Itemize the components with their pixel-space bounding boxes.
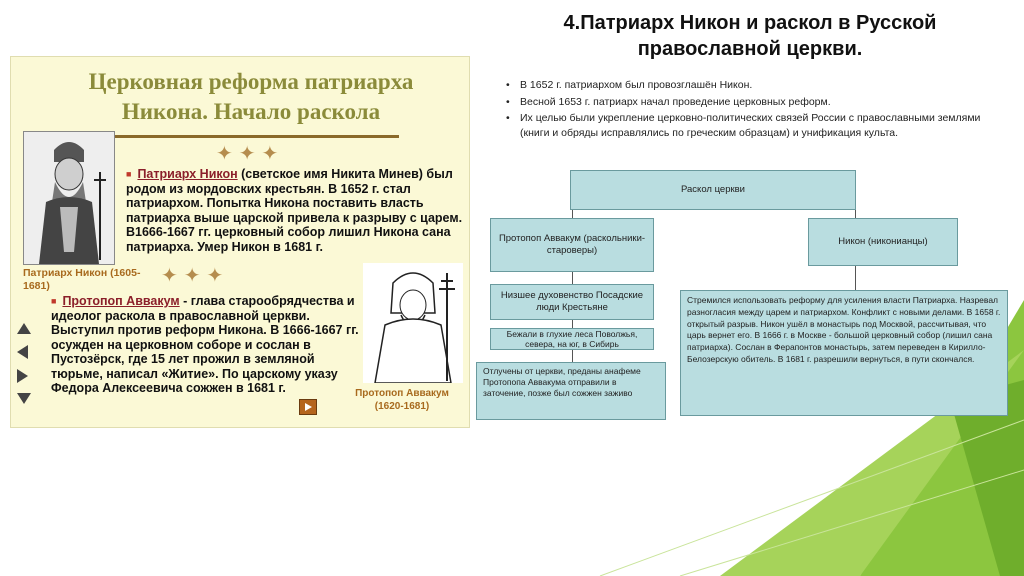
avvakum-text: - глава старообрядчества и идеолог раско… (51, 294, 359, 396)
nikon-link[interactable]: Патриарх Никон (137, 167, 238, 181)
play-icon (305, 403, 312, 411)
nikon-text: (светское имя Никита Минев) был родом из… (126, 167, 463, 254)
connector-line (572, 350, 573, 362)
reform-bullet-list: В 1652 г. патриархом был провозглашён Ни… (504, 78, 1004, 142)
connector-line (855, 210, 856, 218)
diagram-nikon-box: Никон (никонианцы) (808, 218, 958, 266)
connector-line (572, 272, 573, 284)
connector-line (572, 210, 573, 218)
diagram-left-box1: Низшее духовенство Посадские люди Кресть… (490, 284, 654, 320)
nikon-paragraph: ■ Патриарх Никон (светское имя Никита Мин… (126, 167, 466, 254)
right-title-line2: православной церкви. (637, 38, 863, 60)
bullet-item: Их целью были укрепление церковно-полити… (504, 111, 1004, 140)
nav-prev-icon[interactable] (17, 345, 28, 359)
diagram-right-box: Стремился использовать реформу для усиле… (680, 290, 1008, 416)
nikon-portrait-image (23, 131, 115, 265)
diagram-left-box2: Бежали в глухие леса Поволжья, севера, н… (490, 328, 654, 350)
connector-line (572, 320, 573, 328)
avvakum-link[interactable]: Протопоп Аввакум (62, 294, 180, 308)
avvakum-paragraph: ■ Протопоп Аввакум - глава старообрядчест… (51, 294, 361, 396)
connector-line (855, 266, 856, 290)
left-title-line2: Никона. Начало раскола (121, 99, 381, 124)
nav-up-icon[interactable] (17, 323, 31, 334)
stars-ornament-1: ✦✦✦ (216, 143, 285, 165)
avvakum-caption: Протопоп Аввакум (1620-1681) (355, 388, 449, 412)
play-button[interactable] (299, 399, 317, 415)
right-title-line1: 4.Патриарх Никон и раскол в Русской (563, 12, 937, 34)
bullet-item: Весной 1653 г. патриарх начал проведение… (504, 95, 1004, 110)
bullet-item: В 1652 г. патриархом был провозглашён Ни… (504, 78, 1004, 93)
right-slide-title: 4.Патриарх Никон и раскол в Русской прав… (500, 10, 1000, 62)
left-slide-panel: Церковная реформа патриарха Никона. Нача… (10, 56, 470, 428)
title-underline (109, 135, 399, 138)
nikon-caption: Патриарх Никон (1605-1681) (23, 267, 141, 292)
bullet-icon: ■ (51, 296, 57, 307)
bullet-icon: ■ (126, 169, 132, 180)
stars-ornament-2: ✦✦✦ (161, 265, 230, 287)
left-title-line1: Церковная реформа патриарха (88, 69, 414, 94)
diagram-root-box: Раскол церкви (570, 170, 856, 210)
diagram-avvakum-box: Протопоп Аввакум (раскольники-староверы) (490, 218, 654, 272)
slide-navigation (11, 319, 39, 411)
diagram-left-box3: Отлучены от церкви, преданы анафеме Прот… (476, 362, 666, 420)
nav-down-icon[interactable] (17, 393, 31, 404)
nav-next-icon[interactable] (17, 369, 28, 383)
left-slide-title: Церковная реформа патриарха Никона. Нача… (51, 67, 451, 127)
avvakum-portrait-image (363, 263, 463, 384)
